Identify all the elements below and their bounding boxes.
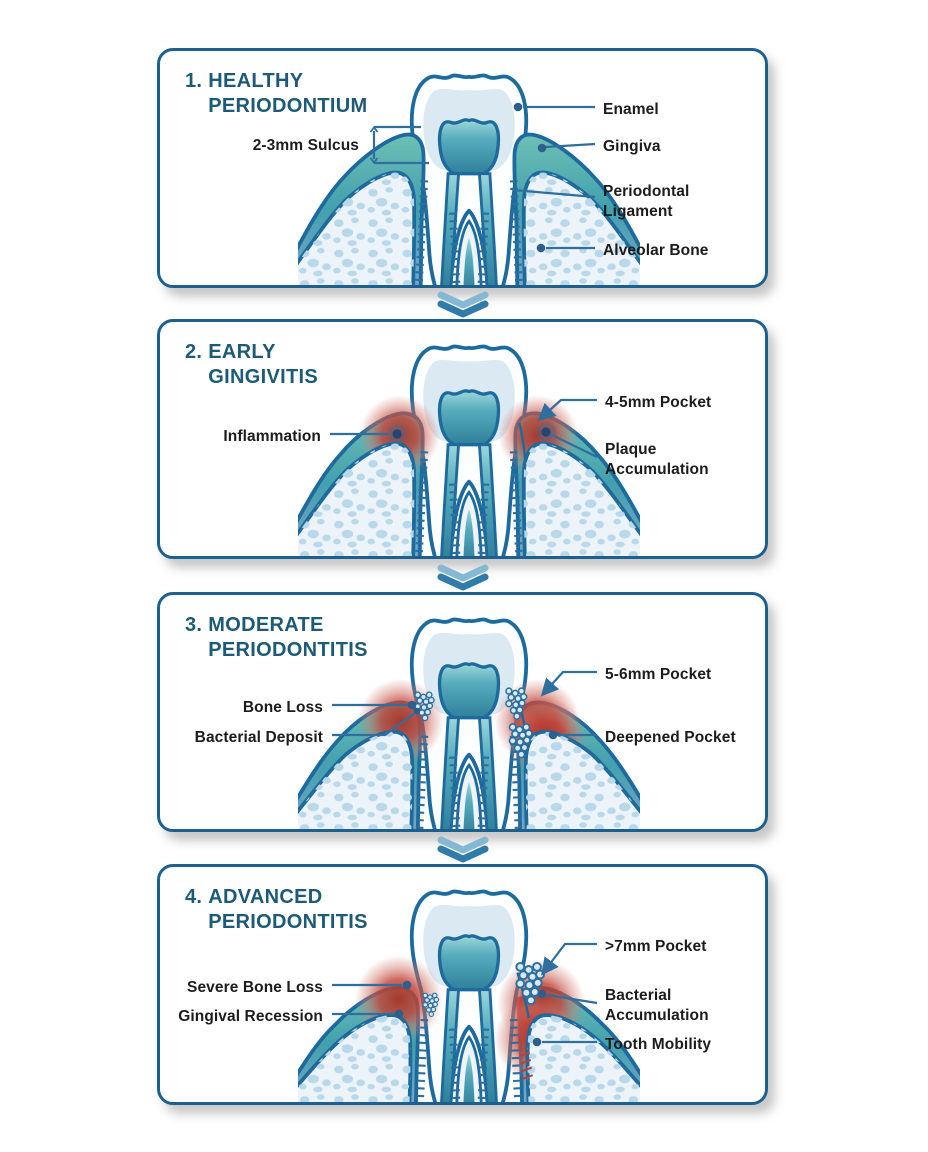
label-gingiva: Gingiva <box>603 138 661 155</box>
panel-title: 4. ADVANCED PERIODONTITIS <box>185 885 368 935</box>
title-line-1: MODERATE <box>208 614 324 636</box>
label-gingival-recession: Gingival Recession <box>178 1008 323 1025</box>
panel-3-moderate-periodontitis: 3. MODERATE PERIODONTITIS Bone Loss Bact… <box>157 592 768 832</box>
label-severe-bone-loss: Severe Bone Loss <box>187 979 323 996</box>
label-pocket: 5-6mm Pocket <box>605 666 712 683</box>
title-line-2: PERIODONTIUM <box>208 94 368 117</box>
label-deepened-pocket: Deepened Pocket <box>605 729 736 746</box>
panel-1-healthy-periodontium: 1. HEALTHY PERIODONTIUM 2-3mm Sulcus Ena… <box>157 48 768 288</box>
stage-number: 4. <box>185 886 203 908</box>
label-inflammation: Inflammation <box>223 428 321 445</box>
label-sulcus: 2-3mm Sulcus <box>252 137 359 154</box>
chevron-double-down-icon <box>434 291 492 321</box>
title-line-2: PERIODONTITIS <box>208 910 368 933</box>
label-plaque-accumulation: Plaque Accumulation <box>605 441 709 478</box>
label-bacterial-accumulation: Bacterial Accumulation <box>605 987 709 1024</box>
tooth-mobility-marks <box>518 1051 534 1080</box>
panel-title: 2. EARLY GINGIVITIS <box>185 340 318 390</box>
label-alveolar-bone: Alveolar Bone <box>603 242 709 259</box>
chevron-double-down-icon <box>434 564 492 594</box>
title-line-2: GINGIVITIS <box>208 365 318 388</box>
title-line-1: EARLY <box>208 341 276 363</box>
panel-4-advanced-periodontitis: 4. ADVANCED PERIODONTITIS Severe Bone Lo… <box>157 864 768 1105</box>
label-pocket: >7mm Pocket <box>605 938 707 955</box>
label-pocket: 4-5mm Pocket <box>605 394 712 411</box>
title-line-2: PERIODONTITIS <box>208 638 368 661</box>
label-bone-loss: Bone Loss <box>242 699 323 716</box>
label-enamel: Enamel <box>603 101 659 118</box>
stage-number: 3. <box>185 614 203 636</box>
panel-title: 1. HEALTHY PERIODONTIUM <box>185 69 367 119</box>
title-line-1: ADVANCED <box>208 886 323 908</box>
title-line-1: HEALTHY <box>208 70 304 92</box>
label-periodontal-ligament: Periodontal Ligament <box>603 183 690 220</box>
stage-number: 1. <box>185 70 203 92</box>
tooth-illustration-gingivitis <box>298 344 640 556</box>
chevron-double-down-icon <box>434 836 492 866</box>
stage-number: 2. <box>185 341 203 363</box>
panel-title: 3. MODERATE PERIODONTITIS <box>185 613 368 663</box>
label-bacterial-deposit: Bacterial Deposit <box>194 729 323 746</box>
panel-2-early-gingivitis: 2. EARLY GINGIVITIS Inflammation 4-5mm P… <box>157 319 768 559</box>
label-tooth-mobility: Tooth Mobility <box>605 1036 712 1053</box>
